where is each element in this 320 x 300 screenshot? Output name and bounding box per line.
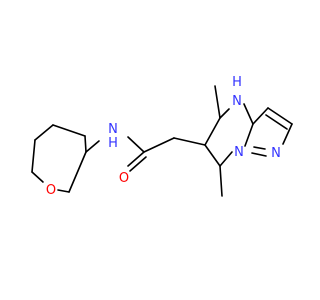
- bond-c7-c6: [204, 144, 221, 167]
- bond-c3a-n-bridge: [244, 123, 254, 147]
- bridgehead-nitrogen-symbol: N: [234, 145, 244, 160]
- atom-labels: N H H N N N O O: [46, 75, 281, 198]
- amide-nitrogen-symbol: N: [108, 122, 118, 137]
- molecule-structure: N H H N N N O O: [31, 75, 293, 198]
- bond-oxepane-o-c6: [57, 189, 70, 193]
- bond-c5-methyl: [214, 85, 221, 119]
- bond-n-n-b: [253, 146, 266, 150]
- pyrazole-nitrogen-symbol: N: [271, 146, 281, 161]
- bond-ring-amide-n: [85, 140, 100, 153]
- bond-c3-c2-b: [265, 114, 288, 130]
- bond-c7-methyl: [219, 165, 223, 197]
- bond-alpha-beta: [173, 137, 206, 146]
- carbonyl-oxygen-label: O: [119, 171, 129, 186]
- bond-c3a-c3: [252, 107, 269, 125]
- bond-c5-nh: [219, 108, 230, 119]
- bond-amide-n-carbonyl-c: [127, 136, 145, 153]
- amide-nitrogen-hydrogen-label: H: [108, 136, 118, 151]
- bond-oxepane-c3-c4: [34, 124, 54, 141]
- bond-carbonyl-alpha: [143, 137, 175, 153]
- bond-oxepane-c5-o: [31, 171, 44, 183]
- bond-oxepane-c2-c3: [52, 124, 86, 137]
- oxepane-oxygen-label: O: [46, 183, 56, 198]
- ring-nh-hydrogen-label: H: [232, 75, 242, 90]
- bond-c3-c2-a: [267, 107, 293, 125]
- amide-nitrogen-hydrogen: H: [108, 136, 118, 151]
- bond-n-n-a: [251, 152, 267, 157]
- carbonyl-oxygen-symbol: O: [119, 171, 129, 186]
- bond-nh-c3a: [243, 103, 254, 125]
- bond-carbonyl-double-a: [127, 151, 145, 167]
- bond-carbonyl-double-b: [129, 156, 147, 172]
- ring-nh-nitrogen-label: N: [232, 94, 242, 109]
- oxepane-oxygen-symbol: O: [46, 183, 56, 198]
- bond-oxepane-c6-c1: [68, 151, 87, 193]
- ring-nh-hydrogen: H: [232, 75, 242, 90]
- bond-oxepane-c4-c5: [31, 139, 36, 173]
- pyrazole-nitrogen-label: N: [271, 146, 281, 161]
- bond-oxepane-c1-c2: [84, 135, 87, 153]
- bond-n-bridge-c7: [219, 151, 233, 167]
- bridgehead-nitrogen-label: N: [234, 145, 244, 160]
- bond-c2-n: [282, 123, 293, 145]
- ring-nh-nitrogen-symbol: N: [232, 94, 242, 109]
- amide-nitrogen-label: N: [108, 122, 118, 137]
- bonds: [31, 85, 293, 197]
- bond-c6-c5: [204, 117, 221, 146]
